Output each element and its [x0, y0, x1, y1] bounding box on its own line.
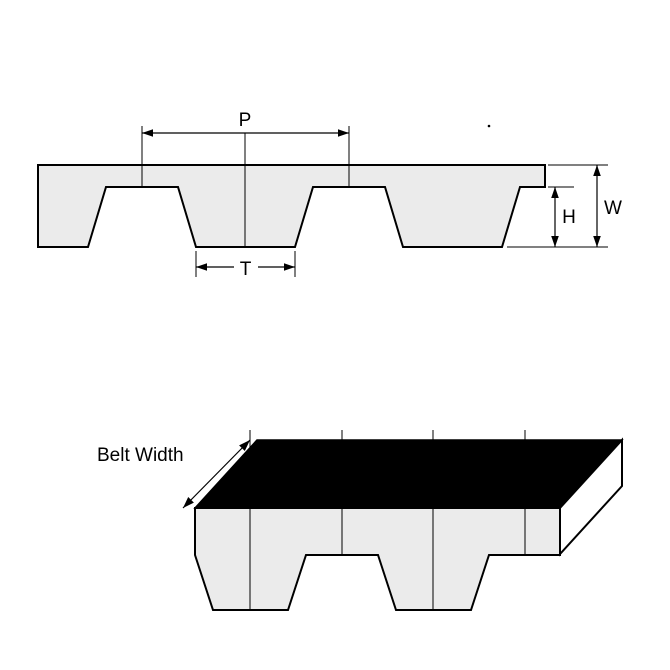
pitch-dimension: P — [142, 110, 349, 137]
tooth-width-arrowhead-left — [196, 263, 207, 271]
belt-thickness-arrowhead-top — [593, 165, 601, 176]
tooth-width-dimension: T — [195, 251, 296, 280]
belt-end-face — [559, 437, 623, 557]
stray-dot — [487, 124, 491, 128]
belt-thickness-arrowhead-bottom — [593, 236, 601, 247]
pitch-arrowhead-left — [142, 129, 153, 137]
isometric-view: Belt Width — [97, 430, 624, 611]
tooth-height-arrowhead-bottom — [551, 236, 559, 247]
belt-width-arrowhead-top — [239, 440, 250, 451]
pitch-arrowhead-right — [338, 129, 349, 137]
tooth-width-label: T — [240, 259, 252, 280]
tooth-height-dimension: H — [507, 186, 608, 248]
tooth-height-label: H — [562, 207, 576, 228]
belt-width-label: Belt Width — [97, 445, 184, 466]
belt-thickness-label: W — [604, 198, 622, 219]
belt-width-dimension-line — [182, 439, 251, 509]
belt-profile-outline — [37, 164, 546, 248]
tooth-width-label-backing — [234, 257, 258, 278]
tooth-width-arrowhead-right — [284, 263, 295, 271]
belt-thickness-dimension: W — [548, 164, 622, 247]
pitch-label: P — [239, 110, 252, 131]
belt-top-face — [193, 439, 624, 509]
belt-width-arrowhead-bottom — [183, 497, 194, 508]
belt-width-dimension: Belt Width — [97, 439, 251, 509]
cross-section-view: P T H W — [37, 110, 622, 280]
tooth-height-arrowhead-top — [551, 187, 559, 198]
